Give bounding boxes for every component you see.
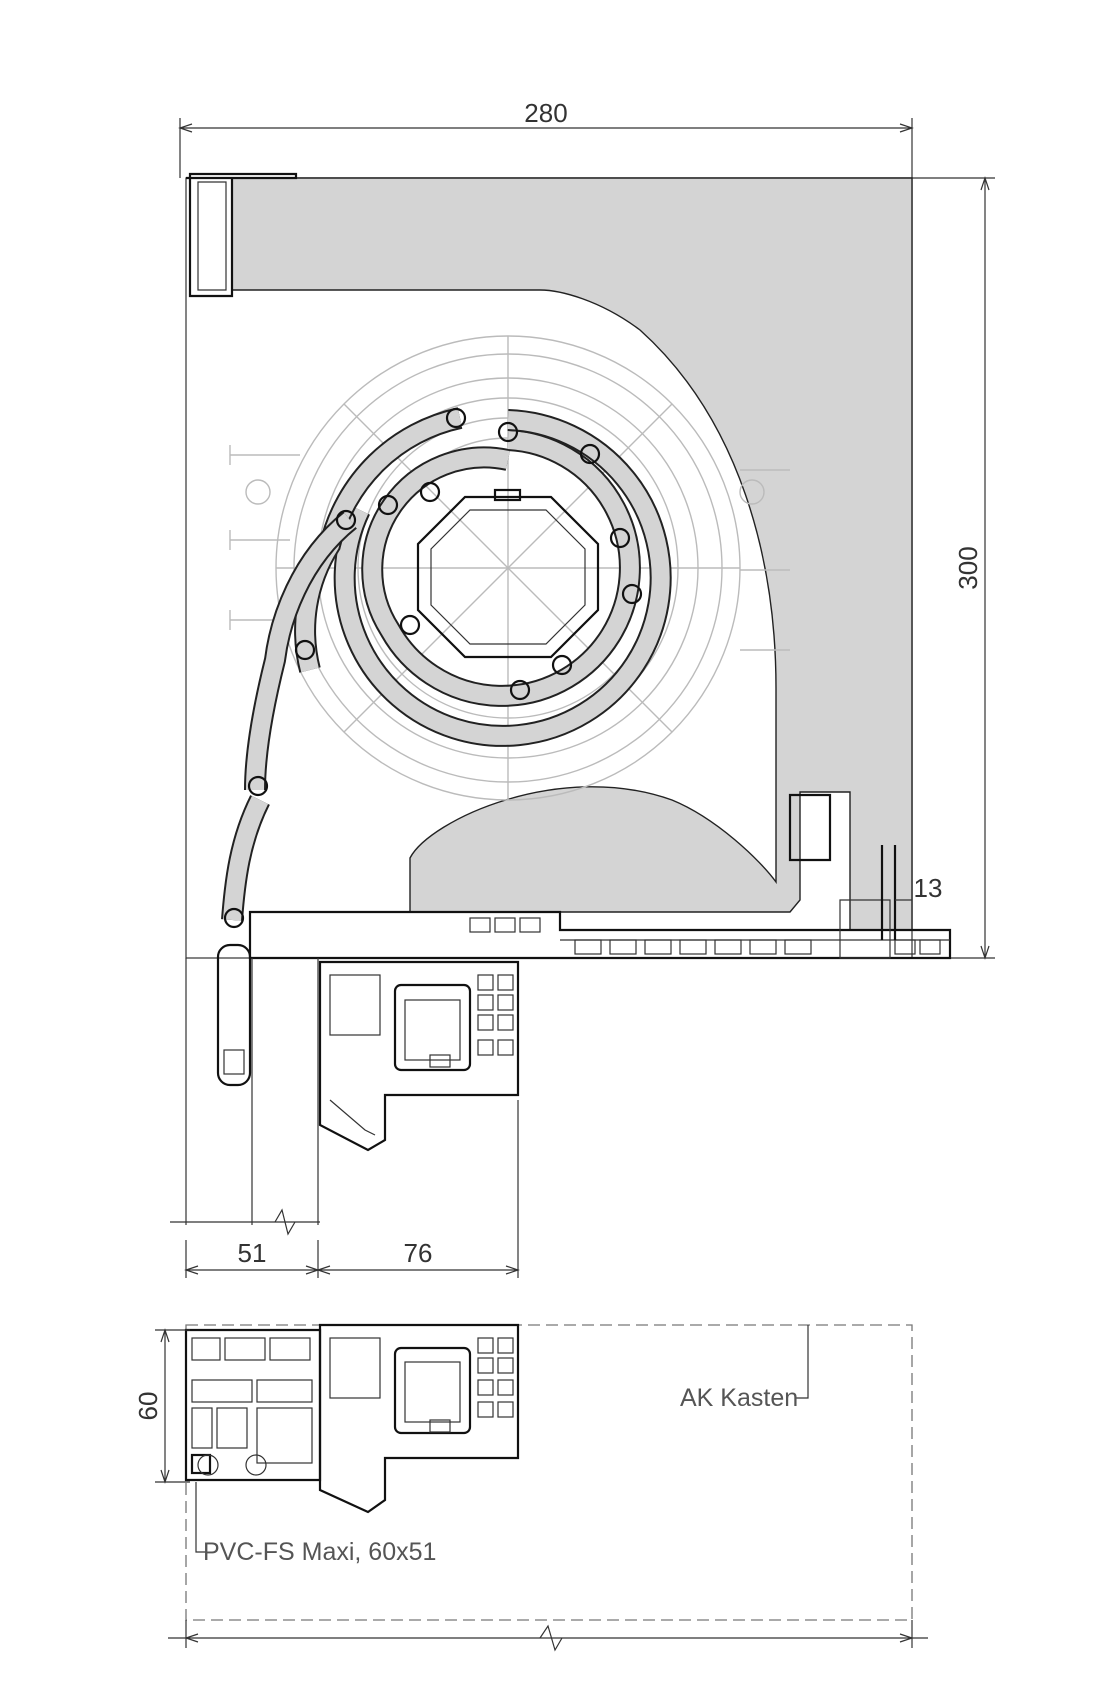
dim-280-label: 280 [524, 98, 567, 128]
pvc-fs-label: PVC-FS Maxi, 60x51 [203, 1538, 436, 1566]
dim-13-label: 13 [914, 873, 943, 903]
pvc-fs-callout: PVC-FS Maxi, 60x51 [195, 1482, 436, 1566]
roller-shutter-box [185, 172, 952, 960]
dimension-box-width: 280 [178, 98, 914, 178]
octagonal-shaft [416, 488, 600, 659]
dimension-depths: 51 76 [170, 1100, 520, 1278]
dim-51-label: 51 [238, 1238, 267, 1268]
ak-kasten-label: AK Kasten [680, 1384, 798, 1412]
window-frame-upper [318, 960, 520, 1152]
window-frame-lower [184, 1323, 520, 1514]
dimension-rail-width: 13 [895, 873, 942, 903]
dim-76-label: 76 [404, 1238, 433, 1268]
dimension-box-height: 300 [912, 176, 995, 960]
dim-60-label: 60 [133, 1392, 163, 1421]
base-profile [248, 910, 952, 960]
ak-kasten-outline: AK Kasten [168, 1324, 928, 1652]
right-rail-profile [788, 793, 832, 862]
insulation-fill [231, 177, 913, 931]
guide-rail [185, 943, 319, 1225]
rolled-slats [221, 407, 672, 929]
top-left-profile [186, 172, 298, 298]
dimension-section-height: 60 [133, 1328, 190, 1484]
dim-300-label: 300 [953, 546, 983, 589]
